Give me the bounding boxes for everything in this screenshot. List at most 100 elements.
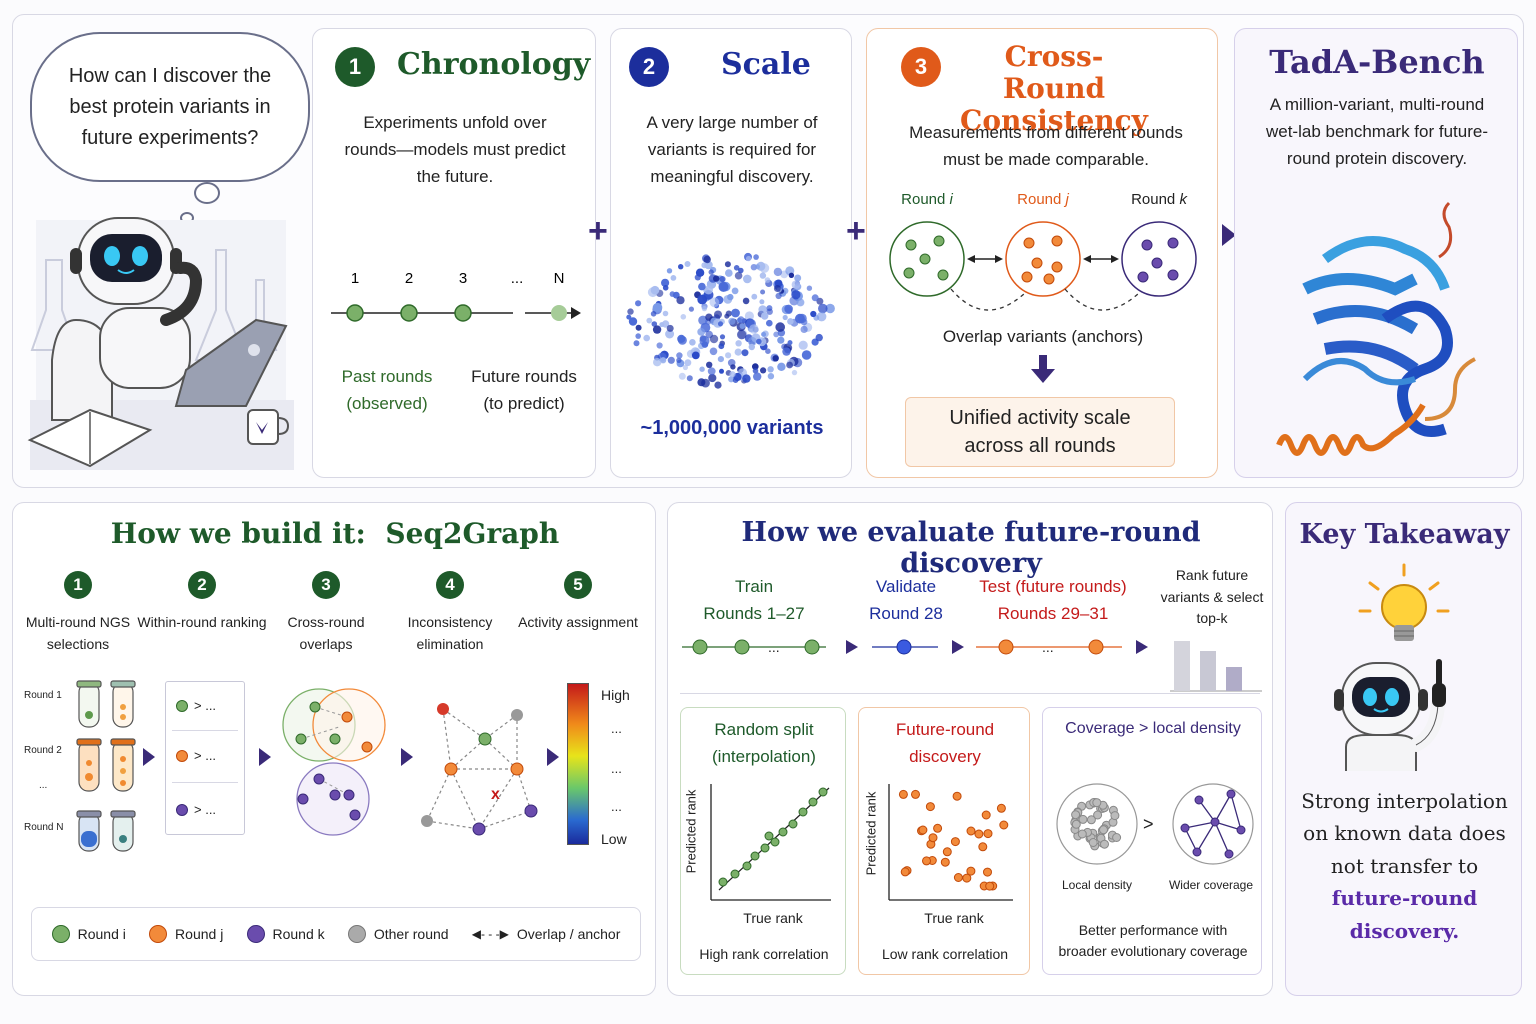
arrow-right-icon	[143, 748, 155, 766]
bubble-dot-1	[194, 182, 220, 204]
local-density-label: Local density	[1061, 878, 1133, 892]
future-round-x-axis-label: True rank	[924, 910, 984, 926]
round-i-label: Round i	[901, 191, 953, 208]
legend-item-round-k: Round k	[246, 925, 325, 943]
svg-text:...: ...	[768, 639, 780, 655]
consistency-badge: 3	[901, 47, 941, 87]
scale-panel: 2 Scale A very large number of variants …	[610, 28, 852, 478]
arrow-right-icon	[259, 748, 271, 766]
down-arrow-icon	[1031, 355, 1055, 383]
dashed-double-arrow-icon: ◀- - -▶	[471, 927, 509, 941]
legend-item-overlap: ◀- - -▶Overlap / anchor	[471, 926, 621, 942]
timeline-tick-label: 3	[459, 270, 467, 287]
step-label: Multi-round NGS selections	[25, 614, 131, 653]
random-split-scatter	[710, 784, 831, 901]
coverage-card: Coverage > local density > Local density…	[1042, 707, 1262, 975]
future-round-caption: Low rank correlation	[881, 946, 1009, 962]
round-label: Round 2	[24, 745, 62, 756]
round-k-label: Round k	[1131, 191, 1187, 208]
ranking-row: > ...	[176, 698, 216, 713]
takeaway-text-plain: Strong interpolation on known data does …	[1301, 789, 1508, 878]
takeaway-text-highlight: future-round discovery.	[1331, 886, 1478, 943]
random-split-caption: High rank correlation	[699, 946, 829, 962]
scale-title: Scale	[721, 47, 811, 82]
legend: Round i Round j Round k Other round ◀- -…	[31, 907, 641, 961]
legend-item-other-round: Other round	[347, 925, 449, 943]
step-label: Cross-round overlaps	[287, 614, 365, 653]
step-badge: 4	[436, 571, 464, 599]
random-split-card: Random split (interpolation) Predicted r…	[680, 707, 846, 975]
within-round-ranking-box: > ... > ... > ...	[165, 681, 245, 835]
intro-panel: How can I discover the best protein vari…	[16, 20, 310, 480]
scale-description: A very large number of variants is requi…	[646, 113, 818, 187]
rank-select-label: Rank future variants & select top-k	[1160, 567, 1264, 627]
step-badge: 5	[564, 571, 592, 599]
evaluate-title: How we evaluate future-round discovery	[741, 517, 1201, 579]
coverage-caption: Better performance with broader evolutio…	[1058, 922, 1248, 959]
consistency-panel: 3 Cross-Round Consistency Measurements f…	[866, 28, 1218, 478]
evaluation-timeline: ... ...	[682, 639, 1148, 655]
arrow-right-icon	[1222, 224, 1236, 246]
past-rounds-label: Past rounds (observed)	[341, 367, 433, 414]
chronology-title: Chronology	[397, 47, 591, 82]
scale-badge: 2	[629, 47, 669, 87]
plus-icon: +	[846, 212, 866, 250]
thought-bubble: How can I discover the best protein vari…	[30, 32, 310, 182]
tada-description: A million-variant, multi-round wet-lab b…	[1265, 95, 1489, 169]
cross-round-overlaps-illustration	[282, 688, 386, 836]
arrow-right-icon	[401, 748, 413, 766]
step-badge: 3	[312, 571, 340, 599]
legend-item-round-j: Round j	[149, 925, 223, 943]
coverage-illustration	[1056, 783, 1254, 865]
chronology-badge: 1	[335, 47, 375, 87]
activity-colorbar	[567, 683, 589, 845]
timeline-tick-label: 2	[405, 270, 413, 287]
coverage-title: Coverage > local density	[1065, 720, 1241, 737]
colorbar-dots: ...	[611, 721, 622, 736]
future-round-scatter	[888, 784, 1013, 901]
round-label: ...	[39, 780, 48, 791]
round-j-label: Round j	[1017, 191, 1069, 208]
takeaway-title: Key Takeaway	[1299, 519, 1510, 550]
colorbar-low-label: Low	[601, 831, 627, 847]
lightbulb-icon	[1358, 563, 1450, 641]
test-label: Test (future rounds)Rounds 29–31	[979, 577, 1127, 624]
plus-icon: +	[588, 212, 608, 250]
timeline-tick-label: N	[554, 270, 565, 287]
overlap-anchors-label: Overlap variants (anchors)	[942, 327, 1144, 346]
wider-coverage-label: Wider coverage	[1168, 878, 1254, 892]
ranking-row: > ...	[176, 748, 216, 763]
timeline-tick-label: 1	[351, 270, 359, 287]
chronology-description: Experiments unfold over rounds—models mu…	[344, 113, 566, 187]
build-title: How we build it: Seq2Graph	[110, 517, 560, 550]
unified-scale-box: Unified activity scale across all rounds	[905, 397, 1175, 467]
step-label: Within-round ranking	[137, 614, 267, 630]
ranking-row: > ...	[176, 802, 216, 817]
future-round-y-axis-label: Predicted rank	[863, 791, 879, 876]
intro-question: How can I discover the best protein vari…	[68, 64, 272, 149]
top-k-bars-icon	[1170, 641, 1262, 692]
colorbar-dots: ...	[611, 799, 622, 814]
round-clusters	[889, 221, 1197, 311]
tada-title: TadA-Bench	[1269, 43, 1485, 81]
step-label: Inconsistency elimination	[407, 614, 493, 653]
future-rounds-label: Future rounds (to predict)	[471, 367, 577, 414]
svg-text:...: ...	[1042, 639, 1054, 655]
takeaway-panel: Key Takeaway Strong interpolation on kno…	[1285, 502, 1522, 996]
protein-structure-illustration	[1276, 201, 1476, 456]
step-badge: 1	[64, 571, 92, 599]
variant-count-label: ~1,000,000 variants	[640, 417, 824, 439]
colorbar-dots: ...	[611, 761, 622, 776]
future-round-card: Future-round discovery Predicted rank Tr…	[858, 707, 1030, 975]
inconsistency-elimination-graph: x	[421, 703, 538, 836]
evaluate-panel: How we evaluate future-round discovery T…	[667, 502, 1273, 996]
legend-item-round-i: Round i	[51, 925, 126, 943]
arrow-right-icon	[547, 748, 559, 766]
pointing-robot-illustration	[1334, 659, 1446, 771]
random-split-y-axis-label: Predicted rank	[683, 789, 699, 874]
tada-panel: TadA-Bench A million-variant, multi-roun…	[1234, 28, 1518, 478]
future-round-title: Future-round discovery	[895, 720, 995, 767]
consistency-title: Cross-Round Consistency	[960, 40, 1148, 138]
